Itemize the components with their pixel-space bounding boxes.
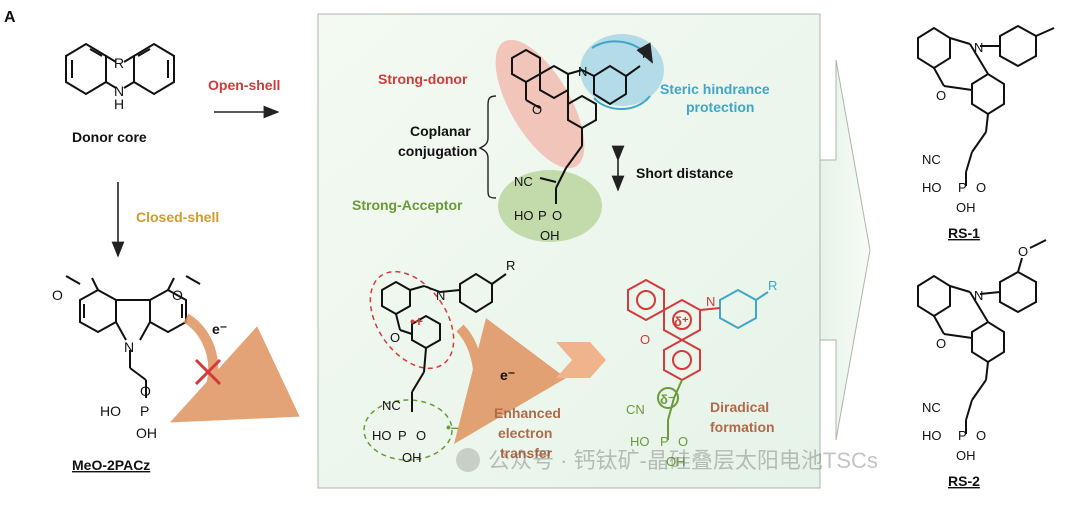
- meo2pacz-o-top: O: [140, 383, 151, 399]
- center-top-o-eq: O: [552, 208, 562, 223]
- meo2pacz-name: MeO-2PACz: [72, 457, 150, 473]
- closed-shell-label: Closed-shell: [136, 209, 219, 225]
- meo2pacz-o1: O: [52, 287, 63, 303]
- coplanar-label: Coplanar: [410, 123, 471, 139]
- center-bottom-n: N: [436, 288, 445, 303]
- diradical-oh: OH: [666, 454, 686, 469]
- meo2pacz-p: P: [140, 403, 149, 419]
- steric-label-line2: protection: [686, 99, 754, 115]
- diradical-n: N: [706, 294, 715, 309]
- donor-core-atom-h: H: [114, 96, 124, 112]
- coplanar-brace: [478, 95, 497, 199]
- transition-arrow-icon: [556, 342, 606, 378]
- diradical-o-eq: O: [678, 434, 688, 449]
- acceptor-dashed-outline: [363, 399, 453, 461]
- strong-donor-highlight: [495, 39, 585, 169]
- rs2-p: P: [958, 428, 967, 443]
- rotation-arrow-lower-icon: [593, 95, 651, 110]
- wechat-icon: [456, 448, 480, 472]
- steric-label-line1: Steric hindrance: [660, 81, 770, 97]
- strong-acceptor-label: Strong-Acceptor: [352, 197, 463, 213]
- diradical-delta-plus: δ⁺: [674, 314, 689, 329]
- diradical-o: O: [640, 332, 650, 347]
- steric-hindrance-highlight: [580, 34, 664, 106]
- diradical-delta-minus: δ⁻: [660, 392, 675, 407]
- open-shell-label: Open-shell: [208, 77, 280, 93]
- meo2pacz-n: N: [124, 339, 134, 355]
- center-electron-label: e⁻: [500, 367, 515, 383]
- rs1-o: O: [936, 88, 946, 103]
- big-right-arrow: [819, 59, 871, 441]
- meo2pacz-o2: O: [172, 287, 183, 303]
- rs2-n: N: [974, 288, 983, 303]
- diradical-cn: CN: [626, 402, 645, 417]
- center-bottom-o-eq: O: [416, 428, 426, 443]
- strong-acceptor-highlight: [498, 170, 602, 242]
- rs2-name: RS-2: [948, 473, 980, 489]
- center-bottom-r: R: [506, 258, 515, 273]
- blocked-cross-icon: [194, 358, 222, 386]
- diradical-molecule: [627, 278, 769, 440]
- rs1-p: P: [958, 180, 967, 195]
- electron-transfer-arrow: [454, 317, 566, 445]
- donor-core-atom-n: N: [114, 83, 124, 99]
- center-bottom-o: O: [390, 330, 400, 345]
- rs2-oh: OH: [956, 448, 976, 463]
- donor-core-label: Donor core: [72, 129, 147, 145]
- center-bottom-oh: OH: [402, 450, 422, 465]
- panel-letter: A: [4, 9, 16, 26]
- watermark: 公众号 · 钙钛矿-晶硅叠层太阳电池TSCs: [456, 448, 878, 473]
- radical-anion-label: •–: [446, 419, 459, 435]
- rs2-o: O: [936, 336, 946, 351]
- meo2pacz-ho: HO: [100, 403, 121, 419]
- rs1-oh: OH: [956, 200, 976, 215]
- rs1-structure: [917, 24, 1055, 186]
- center-molecule-top: [511, 48, 641, 204]
- diradical-line1: Diradical: [710, 399, 769, 415]
- center-top-o: O: [532, 102, 542, 117]
- rs1-name: RS-1: [948, 225, 980, 241]
- center-molecule-bottom: [381, 272, 507, 412]
- enhanced-line1: Enhanced: [494, 405, 561, 421]
- rs1-n: N: [974, 40, 983, 55]
- center-top-p: P: [538, 208, 547, 223]
- rs2-structure: [917, 239, 1047, 434]
- center-top-ho: HO: [514, 208, 534, 223]
- meo2pacz-electron-arrow: [169, 313, 300, 423]
- center-bottom-cn: NC: [382, 398, 401, 413]
- rs2-o-eq: O: [976, 428, 986, 443]
- enhanced-line2: electron: [498, 425, 552, 441]
- center-bottom-p: P: [398, 428, 407, 443]
- short-distance-label: Short distance: [636, 165, 733, 181]
- diradical-p: P: [660, 434, 669, 449]
- donor-core-atom-r: R: [114, 55, 124, 71]
- rs2-o-me: O: [1018, 244, 1028, 259]
- donor-core-structure: [65, 42, 175, 96]
- watermark-text: 公众号 · 钙钛矿-晶硅叠层太阳电池TSCs: [488, 448, 878, 473]
- center-top-n: N: [578, 64, 587, 79]
- center-top-oh: OH: [540, 228, 560, 243]
- center-bottom-ho: HO: [372, 428, 392, 443]
- diradical-ho: HO: [630, 434, 650, 449]
- rs1-ho: HO: [922, 180, 942, 195]
- donor-dashed-outline: [369, 270, 455, 370]
- rs1-o-eq: O: [976, 180, 986, 195]
- rs2-ho: HO: [922, 428, 942, 443]
- meo2pacz-electron-label: e⁻: [212, 321, 227, 337]
- conjugation-label: conjugation: [398, 143, 477, 159]
- enhanced-line3: transfer: [500, 445, 553, 461]
- diradical-r: R: [768, 278, 777, 293]
- meo2pacz-oh: OH: [136, 425, 157, 441]
- center-top-cn: NC: [514, 174, 533, 189]
- rs2-nc: NC: [922, 400, 941, 415]
- strong-donor-label: Strong-donor: [378, 71, 468, 87]
- rotation-arrow-icon: [591, 40, 653, 64]
- radical-cation-label: •+: [410, 313, 423, 329]
- diradical-line2: formation: [710, 419, 775, 435]
- rs1-nc: NC: [922, 152, 941, 167]
